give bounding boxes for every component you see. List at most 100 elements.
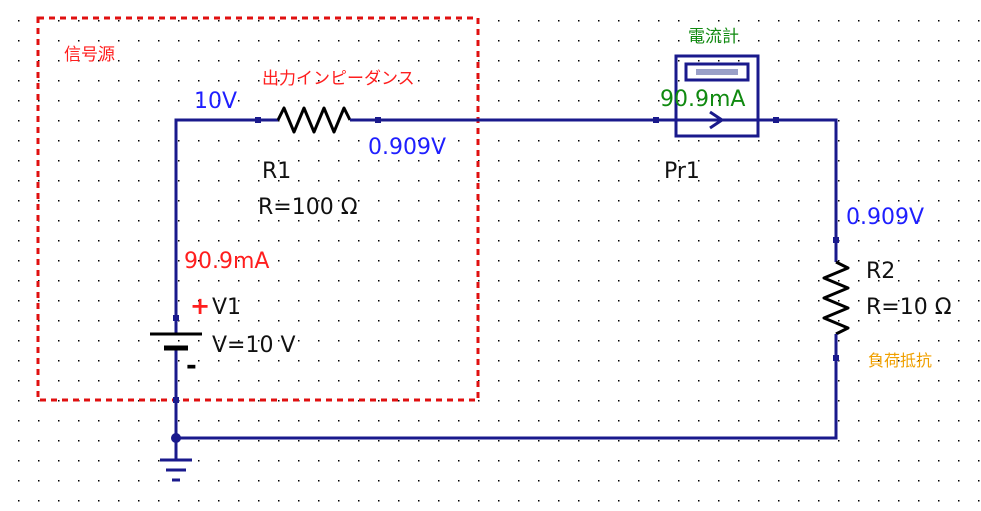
grid-dot bbox=[578, 260, 580, 262]
ammeter-reading: 90.9mA bbox=[660, 87, 745, 112]
grid-dot bbox=[398, 160, 400, 162]
grid-dot bbox=[538, 480, 540, 482]
resistor-r2[interactable] bbox=[822, 237, 850, 361]
grid-dot bbox=[198, 40, 200, 42]
grid-dot bbox=[338, 300, 340, 302]
grid-dot bbox=[918, 220, 920, 222]
grid-dot bbox=[718, 500, 720, 502]
wire-bottom[interactable] bbox=[176, 358, 838, 440]
grid-dot bbox=[618, 260, 620, 262]
signal-source-box[interactable] bbox=[36, 16, 480, 402]
pin-pr1-left[interactable] bbox=[653, 117, 659, 123]
grid-dot bbox=[838, 340, 840, 342]
grid-dot bbox=[298, 200, 300, 202]
grid-dot bbox=[698, 180, 700, 182]
grid-dot bbox=[538, 60, 540, 62]
pin-v1-bottom[interactable] bbox=[173, 397, 179, 403]
grid-dot bbox=[78, 120, 80, 122]
grid-dot bbox=[578, 380, 580, 382]
grid-dot bbox=[718, 200, 720, 202]
grid-dot bbox=[218, 20, 220, 22]
resistor-r1[interactable] bbox=[255, 106, 381, 134]
grid-dot bbox=[258, 20, 260, 22]
grid-dot bbox=[938, 60, 940, 62]
pin-pr1-right[interactable] bbox=[773, 117, 779, 123]
grid-dot bbox=[718, 60, 720, 62]
wire-top-left[interactable] bbox=[174, 118, 258, 318]
grid-dot bbox=[278, 460, 280, 462]
grid-dot bbox=[378, 140, 380, 142]
junction-dot[interactable] bbox=[171, 433, 181, 443]
grid-dot bbox=[738, 320, 740, 322]
ammeter-pr1[interactable] bbox=[653, 54, 779, 138]
grid-dot bbox=[678, 20, 680, 22]
pin-r1-left[interactable] bbox=[255, 117, 261, 123]
pin-r2-top[interactable] bbox=[833, 237, 839, 243]
grid-dot bbox=[318, 340, 320, 342]
grid-dot bbox=[818, 480, 820, 482]
grid-dot bbox=[58, 360, 60, 362]
grid-dot bbox=[218, 100, 220, 102]
grid-dot bbox=[438, 460, 440, 462]
grid-dot bbox=[358, 280, 360, 282]
grid-dot bbox=[358, 380, 360, 382]
grid-dot bbox=[438, 500, 440, 502]
grid-dot bbox=[818, 500, 820, 502]
grid-dot bbox=[918, 120, 920, 122]
grid-dot bbox=[918, 360, 920, 362]
grid-dot bbox=[158, 80, 160, 82]
grid-dot bbox=[98, 40, 100, 42]
grid-dot bbox=[238, 440, 240, 442]
grid-dot bbox=[958, 40, 960, 42]
grid-dot bbox=[38, 180, 40, 182]
grid-dot bbox=[458, 360, 460, 362]
grid-dot bbox=[238, 340, 240, 342]
ground-icon[interactable] bbox=[160, 458, 192, 482]
grid-dot bbox=[538, 100, 540, 102]
battery-minus-sign: - bbox=[186, 351, 197, 381]
grid-dot bbox=[438, 440, 440, 442]
grid-dot bbox=[58, 100, 60, 102]
pin-v1-top[interactable] bbox=[173, 315, 179, 321]
grid-dot bbox=[618, 200, 620, 202]
grid-dot bbox=[78, 80, 80, 82]
grid-dot bbox=[58, 460, 60, 462]
grid-dot bbox=[358, 260, 360, 262]
wire-top-right[interactable] bbox=[776, 118, 838, 240]
grid-dot bbox=[418, 480, 420, 482]
grid-dot bbox=[178, 100, 180, 102]
grid-dot bbox=[658, 360, 660, 362]
grid-dot bbox=[298, 420, 300, 422]
grid-dot bbox=[238, 300, 240, 302]
grid-dot bbox=[938, 160, 940, 162]
grid-dot bbox=[18, 320, 20, 322]
grid-dot bbox=[198, 260, 200, 262]
grid-dot bbox=[198, 180, 200, 182]
grid-dot bbox=[78, 100, 80, 102]
grid-dot bbox=[18, 180, 20, 182]
pin-r1-right[interactable] bbox=[375, 117, 381, 123]
grid-dot bbox=[598, 440, 600, 442]
grid-dot bbox=[358, 140, 360, 142]
grid-dot bbox=[278, 40, 280, 42]
pin-r2-bottom[interactable] bbox=[833, 355, 839, 361]
grid-dot bbox=[558, 480, 560, 482]
grid-dot bbox=[438, 340, 440, 342]
grid-dot bbox=[358, 40, 360, 42]
grid-dot bbox=[458, 180, 460, 182]
grid-dot bbox=[138, 40, 140, 42]
grid-dot bbox=[938, 80, 940, 82]
grid-dot bbox=[238, 40, 240, 42]
grid-dot bbox=[598, 420, 600, 422]
grid-dot bbox=[838, 280, 840, 282]
grid-dot bbox=[978, 360, 980, 362]
grid-dot bbox=[418, 100, 420, 102]
battery-v1[interactable] bbox=[150, 315, 202, 403]
grid-dot bbox=[978, 480, 980, 482]
grid-dot bbox=[258, 280, 260, 282]
grid-dot bbox=[98, 440, 100, 442]
grid-dot bbox=[458, 420, 460, 422]
grid-dot bbox=[498, 180, 500, 182]
grid-dot bbox=[538, 220, 540, 222]
grid-dot bbox=[878, 420, 880, 422]
